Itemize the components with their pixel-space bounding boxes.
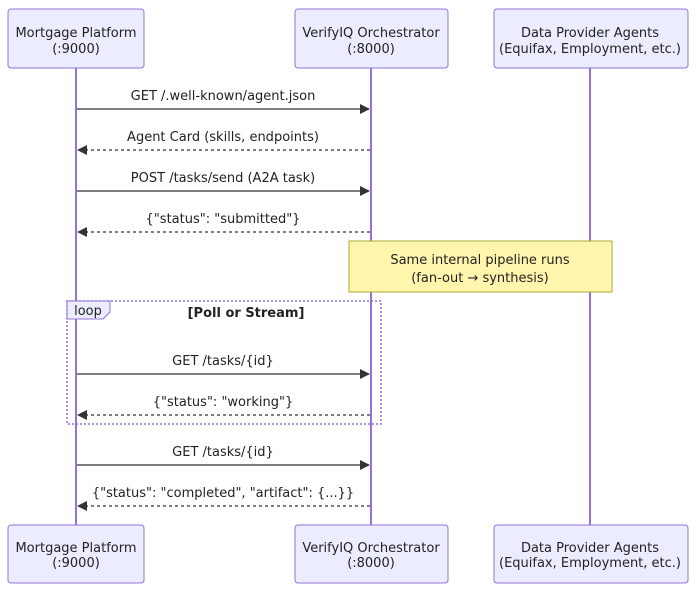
message-label: {"status": "completed", "artifact": {...… <box>92 486 354 501</box>
note-line-1: Same internal pipeline runs <box>390 253 570 268</box>
actor-bottom-mortgage-platform: Mortgage Platform (:9000) <box>7 524 145 584</box>
message-label: {"status": "working"} <box>153 395 293 410</box>
loop-border <box>66 300 382 425</box>
loop-tag <box>66 300 111 320</box>
actor-top-data-provider-agents: Data Provider Agents (Equifax, Employmen… <box>493 8 689 69</box>
message-label: POST /tasks/send (A2A task) <box>131 171 315 186</box>
note-internal-pipeline: Same internal pipeline runs (fan-out → s… <box>348 240 613 293</box>
actor-name: Data Provider Agents <box>521 541 659 556</box>
actor-detail: (:8000) <box>347 42 395 57</box>
message-label: GET /.well-known/agent.json <box>131 89 316 104</box>
note-line-2: (fan-out → synthesis) <box>411 271 549 286</box>
actor-name: Data Provider Agents <box>521 26 659 41</box>
message-post-tasks-send: POST /tasks/send (A2A task) <box>77 171 370 196</box>
actor-detail: (:9000) <box>52 556 100 571</box>
message-label: Agent Card (skills, endpoints) <box>127 130 319 145</box>
actor-detail: (Equifax, Employment, etc.) <box>499 556 681 571</box>
message-agent-card: Agent Card (skills, endpoints) <box>77 130 370 155</box>
message-get-task-poll: GET /tasks/{id} <box>77 354 370 379</box>
message-label: GET /tasks/{id} <box>172 354 274 369</box>
actor-top-verifyiq-orchestrator: VerifyIQ Orchestrator (:8000) <box>294 8 449 69</box>
loop-frame: loop [Poll or Stream] <box>66 300 382 425</box>
actor-name: VerifyIQ Orchestrator <box>302 26 440 41</box>
actor-top-mortgage-platform: Mortgage Platform (:9000) <box>7 8 145 69</box>
actor-detail: (:8000) <box>347 556 395 571</box>
actor-detail: (Equifax, Employment, etc.) <box>499 42 681 57</box>
actor-bottom-verifyiq-orchestrator: VerifyIQ Orchestrator (:8000) <box>294 524 449 584</box>
message-get-agent-json: GET /.well-known/agent.json <box>77 89 370 114</box>
actor-name: VerifyIQ Orchestrator <box>302 541 440 556</box>
message-status-completed: {"status": "completed", "artifact": {...… <box>77 486 370 511</box>
message-status-working: {"status": "working"} <box>77 395 370 420</box>
actor-name: Mortgage Platform <box>15 26 136 41</box>
actor-detail: (:9000) <box>52 42 100 57</box>
message-get-task-final: GET /tasks/{id} <box>77 445 370 470</box>
message-status-submitted: {"status": "submitted"} <box>77 212 370 237</box>
message-label: GET /tasks/{id} <box>172 445 274 460</box>
loop-title: [Poll or Stream] <box>188 306 305 321</box>
actor-name: Mortgage Platform <box>15 541 136 556</box>
message-label: {"status": "submitted"} <box>146 212 301 227</box>
loop-tag-label: loop <box>74 304 102 319</box>
actor-bottom-data-provider-agents: Data Provider Agents (Equifax, Employmen… <box>493 524 689 584</box>
